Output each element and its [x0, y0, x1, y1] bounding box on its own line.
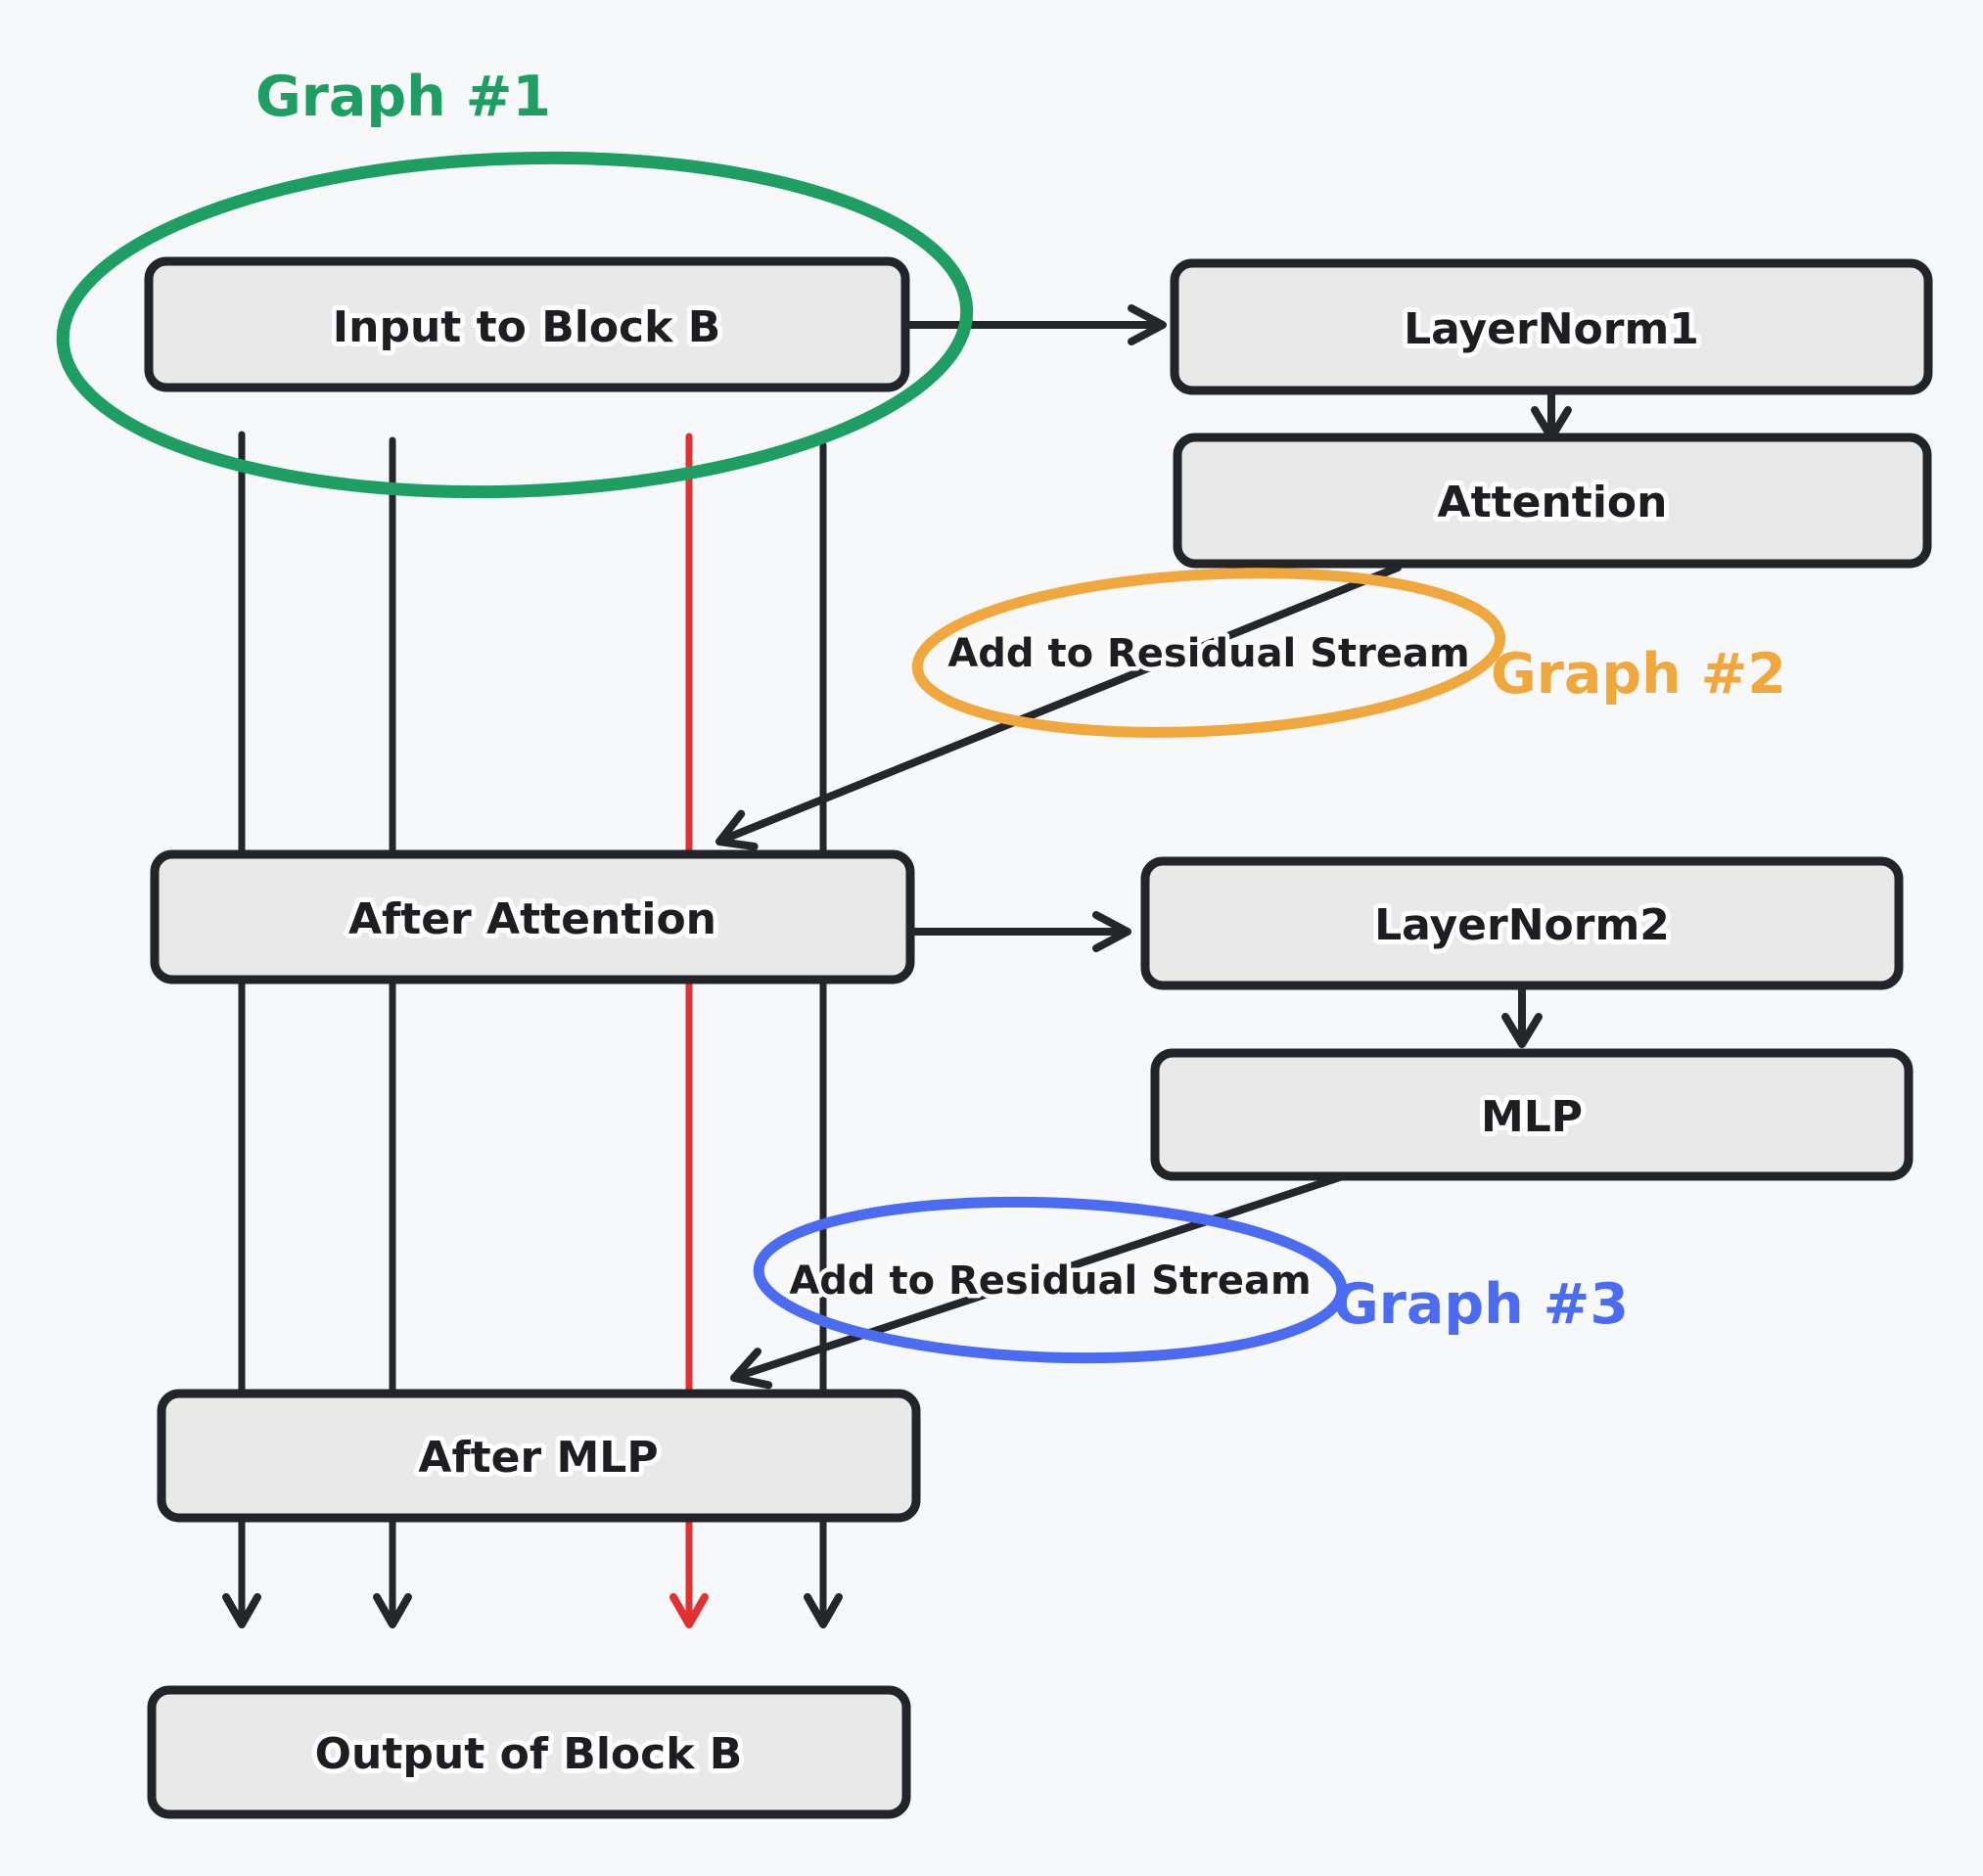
arrow-input-to-layernorm1 [901, 304, 1167, 345]
afterattention-layernorm2-arrowhead [1092, 911, 1131, 952]
label-output-of-block-b: Output of Block B [315, 1729, 743, 1779]
label-layernorm2: LayerNorm2 [1374, 900, 1670, 950]
arrow-after-attention-to-layernorm2 [906, 911, 1131, 952]
node-layernorm2 [1140, 856, 1904, 990]
label-after-attention: After Attention [348, 894, 716, 944]
node-after-mlp [157, 1389, 921, 1523]
residual-line-1-arrowhead [222, 1593, 261, 1628]
node-labels: Input to Block B LayerNorm1 Attention Af… [310, 297, 1704, 1784]
attention-residual-arrowhead [715, 809, 759, 850]
node-mlp [1150, 1048, 1914, 1181]
graph1-highlight-ellipse [56, 151, 974, 499]
mlp-residual-arrowhead [730, 1348, 773, 1390]
residual-line-4-arrowhead [804, 1593, 843, 1628]
arrow-layernorm2-to-mlp [1501, 986, 1543, 1048]
red-line-arrowhead [669, 1593, 709, 1628]
graph3-highlight-ellipse [753, 1196, 1348, 1364]
label-mlp: MLP [1481, 1092, 1583, 1142]
diagram-nodes [144, 256, 1933, 1819]
node-output-of-block-b [147, 1685, 911, 1819]
arrow-mlp-to-after-mlp [730, 1167, 1364, 1390]
label-add-to-residual-stream-1: Add to Residual Stream [947, 631, 1469, 676]
arrow-layernorm1-to-attention [1531, 390, 1572, 441]
node-after-attention [150, 849, 915, 984]
residual-line-3-red [669, 433, 709, 1628]
label-layernorm1: LayerNorm1 [1404, 304, 1699, 354]
label-after-mlp: After MLP [418, 1433, 658, 1483]
residual-line-2-arrowhead [373, 1593, 412, 1628]
attention-residual-arrow-shaft [721, 564, 1402, 843]
label-graph-1: Graph #1 [255, 65, 551, 129]
graph2-highlight-ellipse [911, 568, 1506, 738]
label-attention: Attention [1438, 478, 1668, 527]
input-layernorm1-arrowhead [1128, 304, 1167, 345]
label-graph-2: Graph #2 [1491, 642, 1786, 707]
label-graph-3: Graph #3 [1333, 1272, 1629, 1337]
layernorm1-attention-arrowhead [1531, 406, 1572, 441]
arrow-attention-to-after-attention [715, 564, 1402, 850]
label-add-to-residual-stream-2: Add to Residual Stream [789, 1258, 1311, 1304]
label-input-to-block-b: Input to Block B [333, 302, 721, 352]
layernorm2-mlp-arrowhead [1501, 1013, 1543, 1048]
residual-stream-lines [222, 431, 843, 1628]
mlp-residual-arrow-shaft [738, 1167, 1364, 1379]
